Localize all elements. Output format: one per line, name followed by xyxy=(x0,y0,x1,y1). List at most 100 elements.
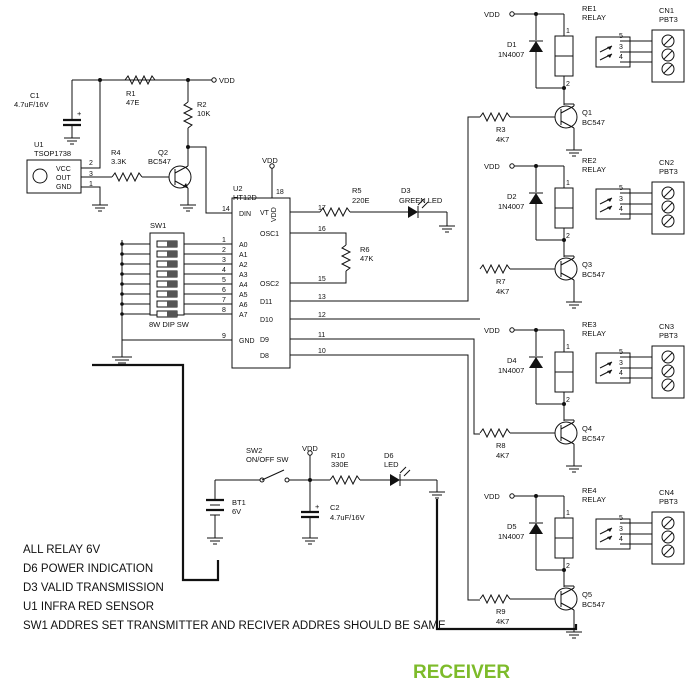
resistor-r6: R6 47K xyxy=(290,232,373,284)
sw2-ref: SW2 xyxy=(246,446,262,455)
contact-pin-4: 4 xyxy=(619,206,623,213)
contact-pin-3: 3 xyxy=(619,196,623,203)
u2-pin-d8: D8 xyxy=(260,353,269,360)
dip-lever xyxy=(167,311,177,317)
q2-ref: Q2 xyxy=(158,148,168,157)
note-line-1: ALL RELAY 6V xyxy=(23,544,100,556)
relay-pin-1: 1 xyxy=(566,28,570,35)
contact-pin-5: 5 xyxy=(619,33,623,40)
relay-label: RELAY xyxy=(582,165,606,174)
relay-label: RELAY xyxy=(582,13,606,22)
connector-ref: CN4 xyxy=(659,488,674,497)
transistor-ref: Q4 xyxy=(582,424,592,433)
transistor-q2: Q2 BC547 xyxy=(148,145,232,214)
dip-lever xyxy=(167,271,177,277)
transistor-ref: Q3 xyxy=(582,260,592,269)
dip-lever xyxy=(167,251,177,257)
note-line-4: U1 INFRA RED SENSOR xyxy=(23,601,154,613)
r5-ref: R5 xyxy=(352,186,362,195)
c2-plus: + xyxy=(315,502,320,511)
u2-pinnum-5: 5 xyxy=(222,277,226,284)
u2-pin-osc2: OSC2 xyxy=(260,281,279,288)
u2-pin-d10: D10 xyxy=(260,317,273,324)
u2-pinnum-7: 7 xyxy=(222,297,226,304)
u2-pin-a4: A4 xyxy=(239,282,248,289)
relay-channels: VDDD11N400712RE1RELAY534CN1PBT3R34K7Q1BC… xyxy=(479,4,685,639)
r2-value: 10K xyxy=(197,109,210,118)
resistor-r2: R2 10K xyxy=(182,78,210,147)
r2-ref: R2 xyxy=(197,100,207,109)
vdd-label-relay: VDD xyxy=(484,162,500,171)
q2-value: BC547 xyxy=(148,157,171,166)
relay-ref: RE1 xyxy=(582,4,597,13)
relay-pin-1: 1 xyxy=(566,180,570,187)
dip-lever xyxy=(167,301,177,307)
sw1-ref: SW1 xyxy=(150,221,166,230)
contact-pin-4: 4 xyxy=(619,370,623,377)
diode-ref: D5 xyxy=(507,522,517,531)
contact-pin-5: 5 xyxy=(619,515,623,522)
relay-ref: RE4 xyxy=(582,486,597,495)
connector-ref: CN2 xyxy=(659,158,674,167)
contact-pin-5: 5 xyxy=(619,349,623,356)
diode-ref: D4 xyxy=(507,356,517,365)
receiver-title: RECEIVER xyxy=(413,662,510,683)
transistor-value: BC547 xyxy=(582,270,605,279)
resistor-r1: R1 47E xyxy=(124,74,156,107)
u2-pinnum-13: 13 xyxy=(318,294,326,301)
r10-value: 330E xyxy=(331,460,349,469)
u2-pin-a7: A7 xyxy=(239,312,248,319)
u2-pinnum-14: 14 xyxy=(222,206,230,213)
u2-pinnum-1: 1 xyxy=(222,237,226,244)
relay-pin-1: 1 xyxy=(566,344,570,351)
u2-pinnum-11: 11 xyxy=(318,332,325,339)
u2-pinnum-12: 12 xyxy=(318,312,326,319)
u2-pin-gnd: GND xyxy=(239,338,255,345)
transistor-ref: Q1 xyxy=(582,108,592,117)
ir-sensor-u1: VCC OUT GND U1 TSOP1738 2 3 1 xyxy=(26,78,112,212)
vdd-label-top: VDD xyxy=(219,76,235,85)
diode-value: 1N4007 xyxy=(498,366,524,375)
r6-ref: R6 xyxy=(360,245,370,254)
ground-return xyxy=(92,363,578,631)
contact-pin-3: 3 xyxy=(619,526,623,533)
connector-ref: CN1 xyxy=(659,6,674,15)
u2-pin-a0: A0 xyxy=(239,242,248,249)
contact-pin-5: 5 xyxy=(619,185,623,192)
c1-value: 4.7uF/16V xyxy=(14,100,49,109)
relay-channel-1: VDDD11N400712RE1RELAY534CN1PBT3R34K7Q1BC… xyxy=(479,4,685,157)
u2-pin-vdd: VDD xyxy=(271,207,278,222)
base-resistor-ref: R8 xyxy=(496,441,506,450)
u1-pinnum-1: 1 xyxy=(89,181,93,188)
dip-lever xyxy=(167,241,177,247)
d3-ref: D3 xyxy=(401,186,411,195)
u1-pin-gnd: GND xyxy=(56,184,72,191)
u2-ref: U2 xyxy=(233,184,243,193)
c1-plus: + xyxy=(77,109,82,118)
data-lines xyxy=(290,116,480,601)
relay-channel-2: VDDD21N400712RE2RELAY534CN2PBT3R74K7Q3BC… xyxy=(479,156,685,309)
u2-pinnum-3: 3 xyxy=(222,257,226,264)
u1-pinnum-3: 3 xyxy=(89,171,93,178)
u2-pinnum-6: 6 xyxy=(222,287,226,294)
u2-pin-a1: A1 xyxy=(239,252,248,259)
base-resistor-ref: R7 xyxy=(496,277,506,286)
dip-switch-sw1: SW1 8W DIP SW xyxy=(112,221,232,364)
u2-value: HT12D xyxy=(233,193,257,202)
note-line-3: D3 VALID TRANSMISSION xyxy=(23,582,164,594)
base-resistor-value: 4K7 xyxy=(496,451,509,460)
c1-ref: C1 xyxy=(30,91,40,100)
contact-pin-3: 3 xyxy=(619,360,623,367)
diode-value: 1N4007 xyxy=(498,202,524,211)
u2-pinnum-17: 17 xyxy=(318,205,326,212)
sw1-value: 8W DIP SW xyxy=(149,320,190,329)
u1-pin-out: OUT xyxy=(56,175,72,182)
diode-value: 1N4007 xyxy=(498,50,524,59)
u2-pinnum-18: 18 xyxy=(276,189,284,196)
capacitor-c1: + C1 4.7uF/16V xyxy=(14,91,82,145)
resistor-r4: R4 3.3K xyxy=(111,148,172,183)
u2-pinnum-9: 9 xyxy=(222,333,226,340)
u2-pinnum-2: 2 xyxy=(222,247,226,254)
